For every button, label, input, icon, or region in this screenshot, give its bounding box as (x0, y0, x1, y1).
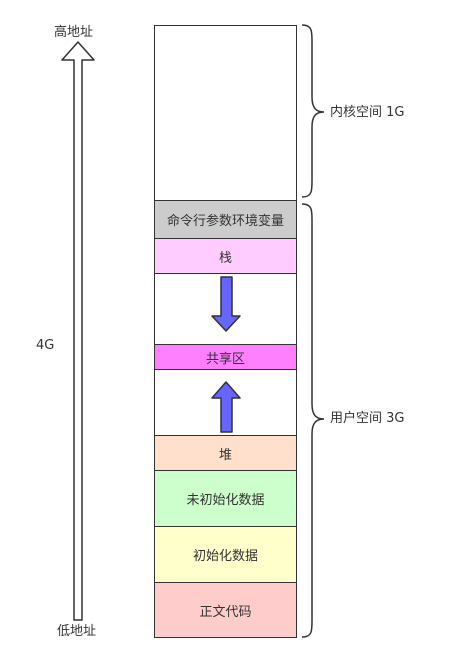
text-segment: 正文代码 (154, 582, 297, 638)
total-size-label: 4G (36, 338, 55, 353)
shared-segment: 共享区 (154, 344, 297, 370)
stack-growth-down-arrow (211, 276, 241, 332)
heap-segment: 堆 (154, 435, 297, 471)
low-address-label: 低地址 (57, 624, 97, 639)
data-segment: 初始化数据 (154, 526, 297, 583)
user-space-brace (301, 203, 325, 638)
high-address-label: 高地址 (54, 25, 94, 40)
kernel-space-brace (301, 24, 325, 198)
bss-segment: 未初始化数据 (154, 470, 297, 527)
stack-segment: 栈 (154, 238, 297, 274)
user-space-label: 用户空间 3G (330, 411, 405, 426)
kernel-space-block (154, 25, 297, 201)
kernel-space-label: 内核空间 1G (330, 105, 405, 120)
heap-growth-up-arrow (211, 381, 241, 433)
cmdline-env-segment: 命令行参数环境变量 (154, 200, 297, 239)
address-axis-arrow (61, 41, 95, 621)
